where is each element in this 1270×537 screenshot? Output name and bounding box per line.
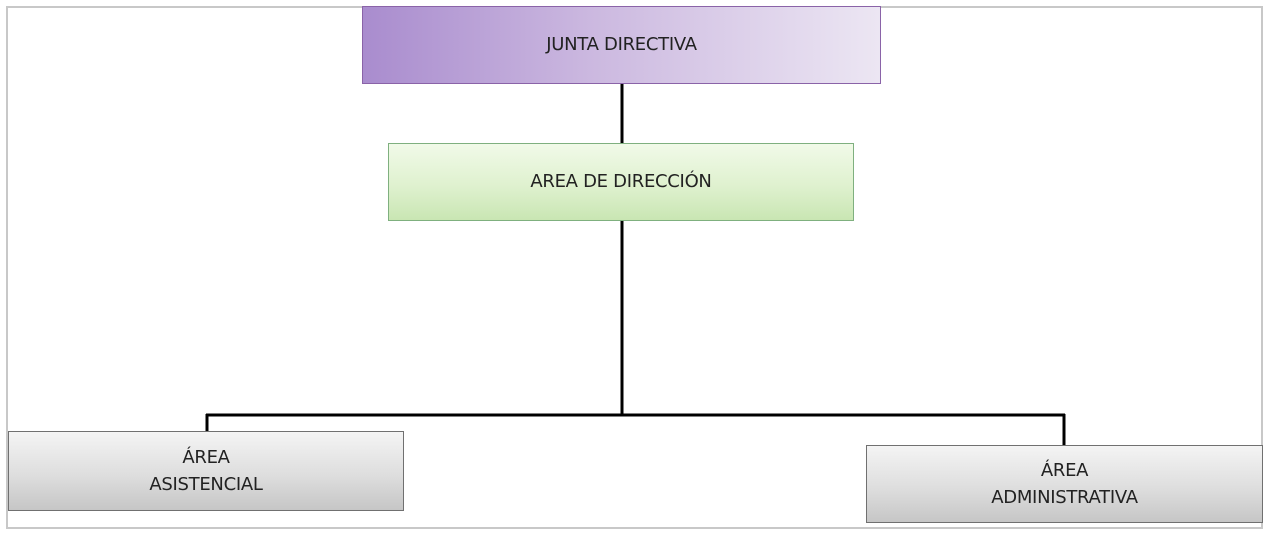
node-area-direccion: AREA DE DIRECCIÓN: [388, 143, 854, 221]
node-area-asistencial-label-line1: ÁREA: [182, 447, 230, 468]
node-junta-directiva-label: JUNTA DIRECTIVA: [546, 34, 697, 56]
node-area-administrativa-label-line2: ADMINISTRATIVA: [991, 487, 1138, 508]
node-junta-directiva: JUNTA DIRECTIVA: [362, 6, 881, 84]
node-area-asistencial: ÁREA ASISTENCIAL: [8, 431, 404, 511]
node-area-asistencial-label-line2: ASISTENCIAL: [149, 474, 263, 495]
node-area-administrativa: ÁREA ADMINISTRATIVA: [866, 445, 1263, 523]
node-area-direccion-label: AREA DE DIRECCIÓN: [530, 171, 712, 193]
node-area-administrativa-label-line1: ÁREA: [1040, 460, 1089, 481]
